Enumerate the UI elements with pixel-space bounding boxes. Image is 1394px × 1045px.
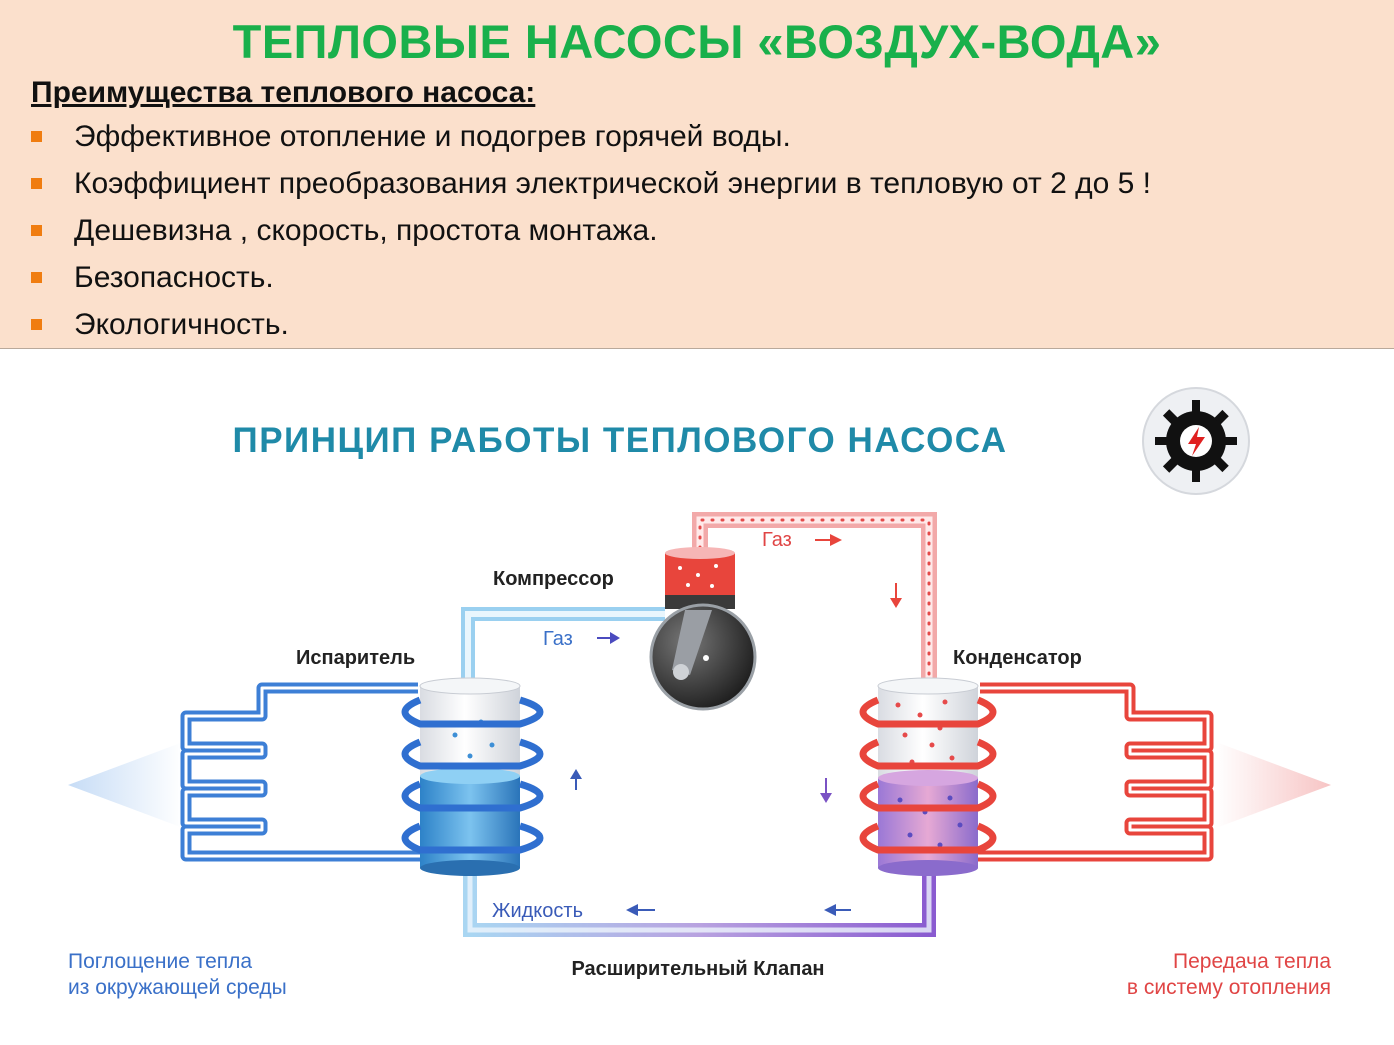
left-radiator bbox=[180, 682, 420, 862]
flow-arrow-icon bbox=[815, 534, 842, 546]
left-heat-arrow bbox=[68, 635, 183, 930]
bullet-square-icon bbox=[31, 319, 42, 330]
right-caption-line2: в систему отопления bbox=[1127, 976, 1331, 999]
gear-lightning-icon bbox=[1142, 387, 1250, 495]
evaporator-cylinder bbox=[401, 677, 544, 876]
flow-arrow-icon bbox=[570, 769, 582, 790]
compressor-label: Компрессор bbox=[493, 568, 614, 590]
page-title: ТЕПЛОВЫЕ НАСОСЫ «ВОЗДУХ-ВОДА» bbox=[232, 15, 1162, 68]
flow-arrow-icon bbox=[626, 904, 655, 916]
left-caption-line2: из окружающей среды bbox=[68, 976, 287, 999]
flow-arrow-icon bbox=[597, 632, 620, 644]
condenser-label: Конденсатор bbox=[953, 647, 1082, 669]
evaporator-label: Испаритель bbox=[296, 647, 415, 669]
flow-arrow-icon bbox=[890, 583, 902, 608]
liquid-label: Жидкость bbox=[492, 900, 583, 922]
heat-pump-diagram: ПРИНЦИП РАБОТЫ ТЕПЛОВОГО НАСОСА bbox=[68, 387, 1331, 999]
gas-pipe-hot bbox=[692, 512, 937, 690]
left-caption-line1: Поглощение тепла bbox=[68, 950, 252, 973]
bullet-square-icon bbox=[31, 131, 42, 142]
advantages-panel: ТЕПЛОВЫЕ НАСОСЫ «ВОЗДУХ-ВОДА» Преимущест… bbox=[0, 0, 1394, 349]
liquid-pipe bbox=[463, 868, 936, 937]
advantages-heading: Преимущества теплового насоса: bbox=[31, 76, 536, 109]
expansion-valve-label: Расширительный Клапан bbox=[571, 958, 824, 980]
bullet-square-icon bbox=[31, 272, 42, 283]
right-radiator bbox=[975, 682, 1214, 862]
diagram-title: ПРИНЦИП РАБОТЫ ТЕПЛОВОГО НАСОСА bbox=[233, 421, 1008, 460]
flow-arrow-icon bbox=[824, 904, 851, 916]
gas-pipe-cold bbox=[461, 607, 665, 690]
right-caption-line1: Передача тепла bbox=[1173, 950, 1331, 973]
bullet-square-icon bbox=[31, 178, 42, 189]
compressor bbox=[649, 547, 757, 711]
condenser-cylinder bbox=[859, 677, 997, 876]
gas-label-hot: Газ bbox=[762, 529, 792, 551]
right-heat-arrow bbox=[1216, 635, 1331, 930]
flow-arrow-icon bbox=[820, 778, 832, 803]
bullet-square-icon bbox=[31, 225, 42, 236]
gas-label-cold: Газ bbox=[543, 628, 573, 650]
